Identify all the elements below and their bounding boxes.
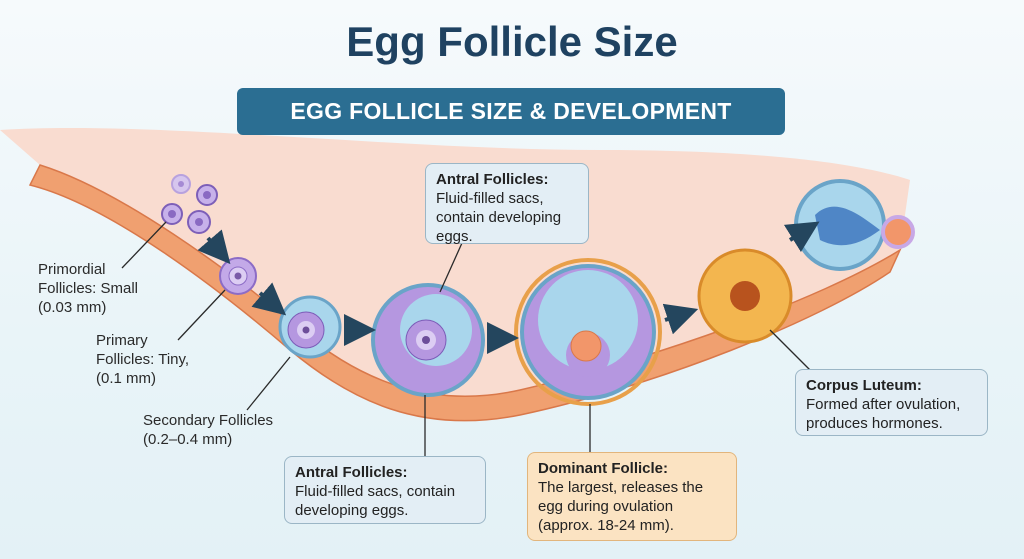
label-primary: Primary Follicles: Tiny, (0.1 mm) (96, 331, 189, 388)
antral-bottom-box: Antral Follicles: Fluid-filled sacs, con… (284, 456, 486, 524)
label-line: (0.1 mm) (96, 370, 156, 387)
label-primordial: Primordial Follicles: Small (0.03 mm) (38, 260, 138, 317)
box-body: The largest, releases the egg during ovu… (538, 479, 704, 534)
label-line: (0.03 mm) (38, 299, 107, 316)
released-egg (881, 215, 915, 249)
label-secondary: Secondary Follicles (0.2–0.4 mm) (143, 411, 273, 449)
primordial-follicles (161, 174, 218, 234)
antral-top-box: Antral Follicles: Fluid-filled sacs, con… (425, 163, 589, 245)
box-body: Fluid-filled sacs, contain developing eg… (436, 190, 562, 245)
box-heading: Antral Follicles: (436, 171, 549, 188)
page-title: Egg Follicle Size (346, 18, 678, 65)
box-heading: Dominant Follicle: (538, 460, 669, 477)
dominant-box: Dominant Follicle: The largest, releases… (527, 452, 737, 541)
corpus-luteum-box: Corpus Luteum: Formed after ovulation, p… (795, 369, 988, 436)
box-body: Formed after ovulation, produces hormone… (806, 396, 961, 432)
label-line: Secondary Follicles (143, 412, 274, 429)
label-line: (0.2–0.4 mm) (143, 431, 233, 448)
label-line: Primary (96, 332, 148, 349)
label-line: Primordial (38, 261, 106, 278)
box-heading: Antral Follicles: (295, 464, 408, 481)
label-line: Follicles: Tiny, (96, 351, 190, 368)
box-body: Fluid-filled sacs, contain developing eg… (295, 483, 456, 519)
subtitle-banner: EGG FOLLICLE SIZE & DEVELOPMENT (237, 88, 785, 135)
label-line: Follicles: Small (38, 280, 139, 297)
leader-lines (121, 221, 811, 456)
box-heading: Corpus Luteum: (806, 377, 922, 394)
progression-arrows (197, 221, 820, 354)
